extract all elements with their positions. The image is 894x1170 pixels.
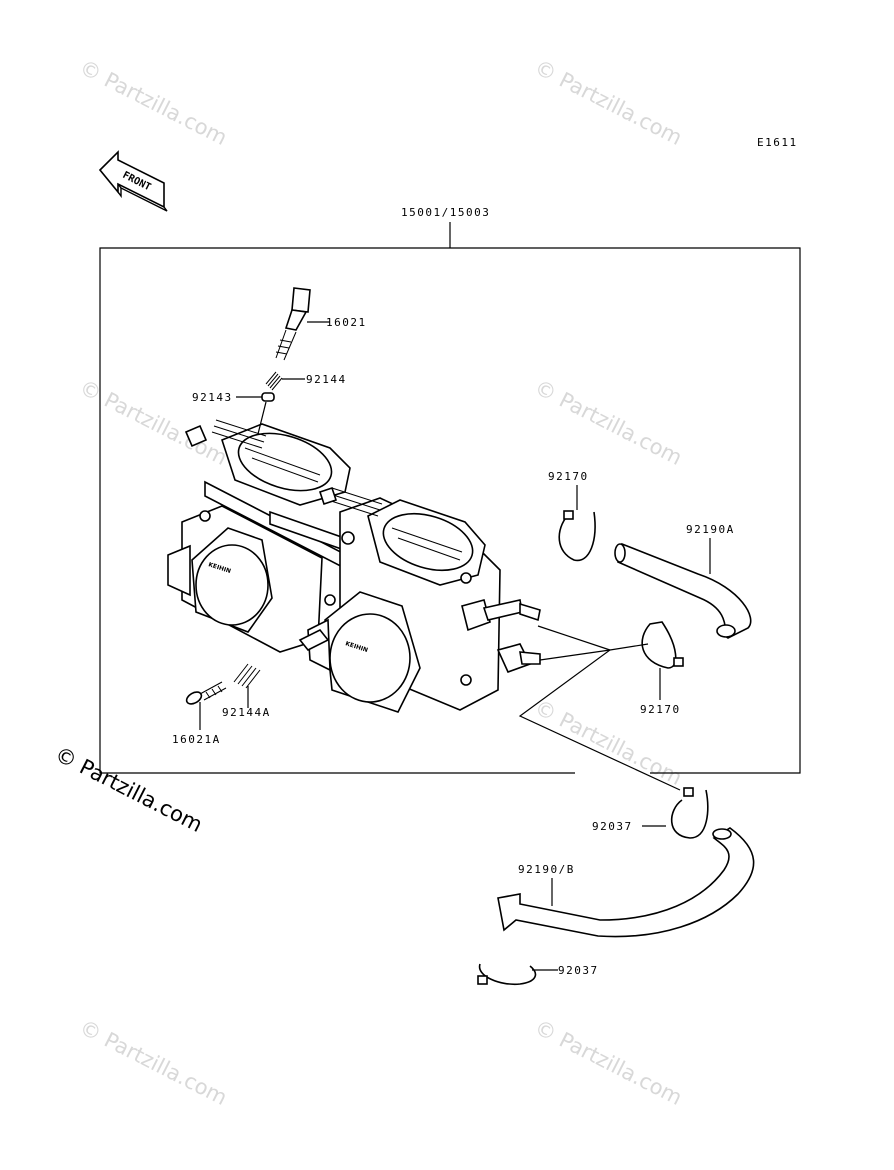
part-label-92190A: 92190A: [686, 523, 735, 536]
pilot-screw-16021A: [185, 681, 227, 730]
adjusting-screw-16021: [275, 287, 330, 361]
assembly-frame: 15001/15003: [99, 206, 801, 774]
spring-92144A: [233, 663, 261, 708]
watermark: © Partzilla.com: [531, 1015, 686, 1110]
spring-92144: [265, 371, 305, 391]
watermark: © Partzilla.com: [531, 375, 686, 470]
watermark: © Partzilla.com: [76, 1015, 231, 1110]
part-label-92143: 92143: [192, 391, 233, 404]
diagram-code: E1611: [757, 136, 798, 149]
part-label-92144: 92144: [306, 373, 347, 386]
part-label-92037-top: 92037: [592, 820, 633, 833]
carburetor-assembly: KEIHIN KEIHIN: [167, 419, 541, 713]
hose-92190A: [614, 538, 752, 639]
clamp-92170-upper: [558, 485, 596, 562]
part-label-92170-bottom: 92170: [640, 703, 681, 716]
clamp-92037-lower: [477, 963, 558, 986]
watermark: © Partzilla.com: [531, 55, 686, 150]
clamp-92170-lower: [518, 621, 684, 791]
part-label-16021A: 16021A: [172, 733, 221, 746]
front-arrow-icon: FRONT: [98, 150, 168, 212]
collar-92143: [236, 392, 275, 402]
part-label-92037-bottom: 92037: [558, 964, 599, 977]
part-label-92190B: 92190/B: [518, 863, 575, 876]
watermark: © Partzilla.com: [76, 375, 231, 470]
clamp-92037-upper: [642, 787, 709, 839]
part-label-16021: 16021: [326, 316, 367, 329]
assembly-label: 15001/15003: [401, 206, 490, 219]
hose-92190B: [497, 827, 755, 938]
part-label-92144A: 92144A: [222, 706, 271, 719]
part-label-92170-top: 92170: [548, 470, 589, 483]
watermark: © Partzilla.com: [76, 55, 231, 150]
